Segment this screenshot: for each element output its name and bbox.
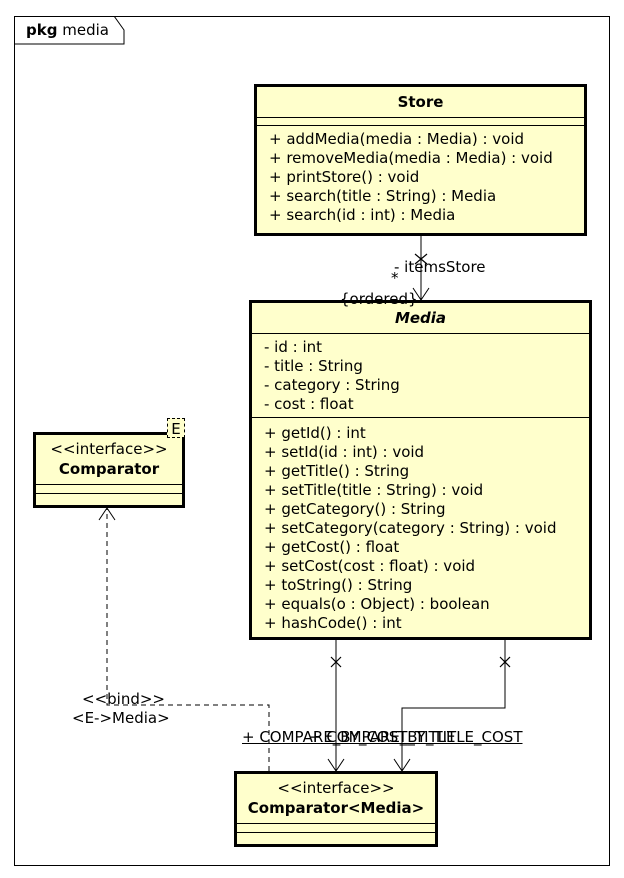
package-frame xyxy=(14,16,610,866)
media-attribute: - cost : float xyxy=(264,395,354,413)
comparator-name: Comparator xyxy=(58,460,160,478)
store-class[interactable]: Store + addMedia(media : Media) : void +… xyxy=(254,84,587,236)
package-name: media xyxy=(62,21,109,39)
store-attributes-compartment xyxy=(257,117,584,125)
media-attributes-compartment: - id : int - title : String - category :… xyxy=(252,333,589,417)
media-operation: + setCost(cost : float) : void xyxy=(264,557,476,575)
comparator-attributes-compartment xyxy=(36,484,182,493)
media-operations-compartment: + getId() : int + setId(id : int) : void… xyxy=(252,417,589,633)
comparator-media-name: Comparator<Media> xyxy=(247,799,425,817)
comparator-media-operations-compartment xyxy=(237,832,435,833)
media-class[interactable]: Media - id : int - title : String - cate… xyxy=(249,300,592,640)
package-label: pkg media xyxy=(14,16,109,44)
role-compare-by-cost-title: + COMPARE_BY_COST_TITLE xyxy=(242,728,456,746)
store-operation: + addMedia(media : Media) : void xyxy=(269,130,525,148)
media-class-name: Media xyxy=(394,309,447,327)
comparator-media-attributes-compartment xyxy=(237,823,435,832)
media-operation: + setCategory(category : String) : void xyxy=(264,519,557,537)
store-operation: + search(id : int) : Media xyxy=(269,206,456,224)
bind-parameter: <E->Media> xyxy=(72,709,170,727)
package-tab xyxy=(14,16,125,45)
ordered-constraint: {ordered} xyxy=(340,290,418,308)
media-attribute: - title : String xyxy=(264,357,363,375)
comparator-interface[interactable]: <<interface>> Comparator xyxy=(33,432,185,508)
type-parameter-box: E xyxy=(167,418,185,438)
media-operation: + setId(id : int) : void xyxy=(264,443,425,461)
package-keyword: pkg xyxy=(26,21,58,39)
media-attribute: - id : int xyxy=(264,338,323,356)
store-operations-compartment: + addMedia(media : Media) : void + remov… xyxy=(257,125,584,225)
comparator-stereotype: <<interface>> xyxy=(50,440,168,458)
media-operation: + setTitle(title : String) : void xyxy=(264,481,484,499)
media-operation: + getTitle() : String xyxy=(264,462,410,480)
media-operation: + hashCode() : int xyxy=(264,614,402,632)
media-operation: + toString() : String xyxy=(264,576,413,594)
store-operation: + search(title : String) : Media xyxy=(269,187,497,205)
media-operation: + getCategory() : String xyxy=(264,500,446,518)
store-operation: + removeMedia(media : Media) : void xyxy=(269,149,553,167)
comparator-media-stereotype: <<interface>> xyxy=(277,779,395,797)
media-operation: + getId() : int xyxy=(264,424,366,442)
role-items-store: - itemsStore xyxy=(394,258,486,276)
multiplicity-label: * xyxy=(391,269,399,287)
store-class-name: Store xyxy=(397,93,444,111)
comparator-media-interface[interactable]: <<interface>> Comparator<Media> xyxy=(234,771,438,847)
media-operation: + getCost() : float xyxy=(264,538,400,556)
media-operation: + equals(o : Object) : boolean xyxy=(264,595,490,613)
role-compare-by-title-cost: + COMPARE_BY_TITLE_COST xyxy=(309,728,523,746)
media-attribute: - category : String xyxy=(264,376,400,394)
store-operation: + printStore() : void xyxy=(269,168,420,186)
bind-keyword: <<bind>> xyxy=(82,690,165,708)
comparator-operations-compartment xyxy=(36,493,182,494)
